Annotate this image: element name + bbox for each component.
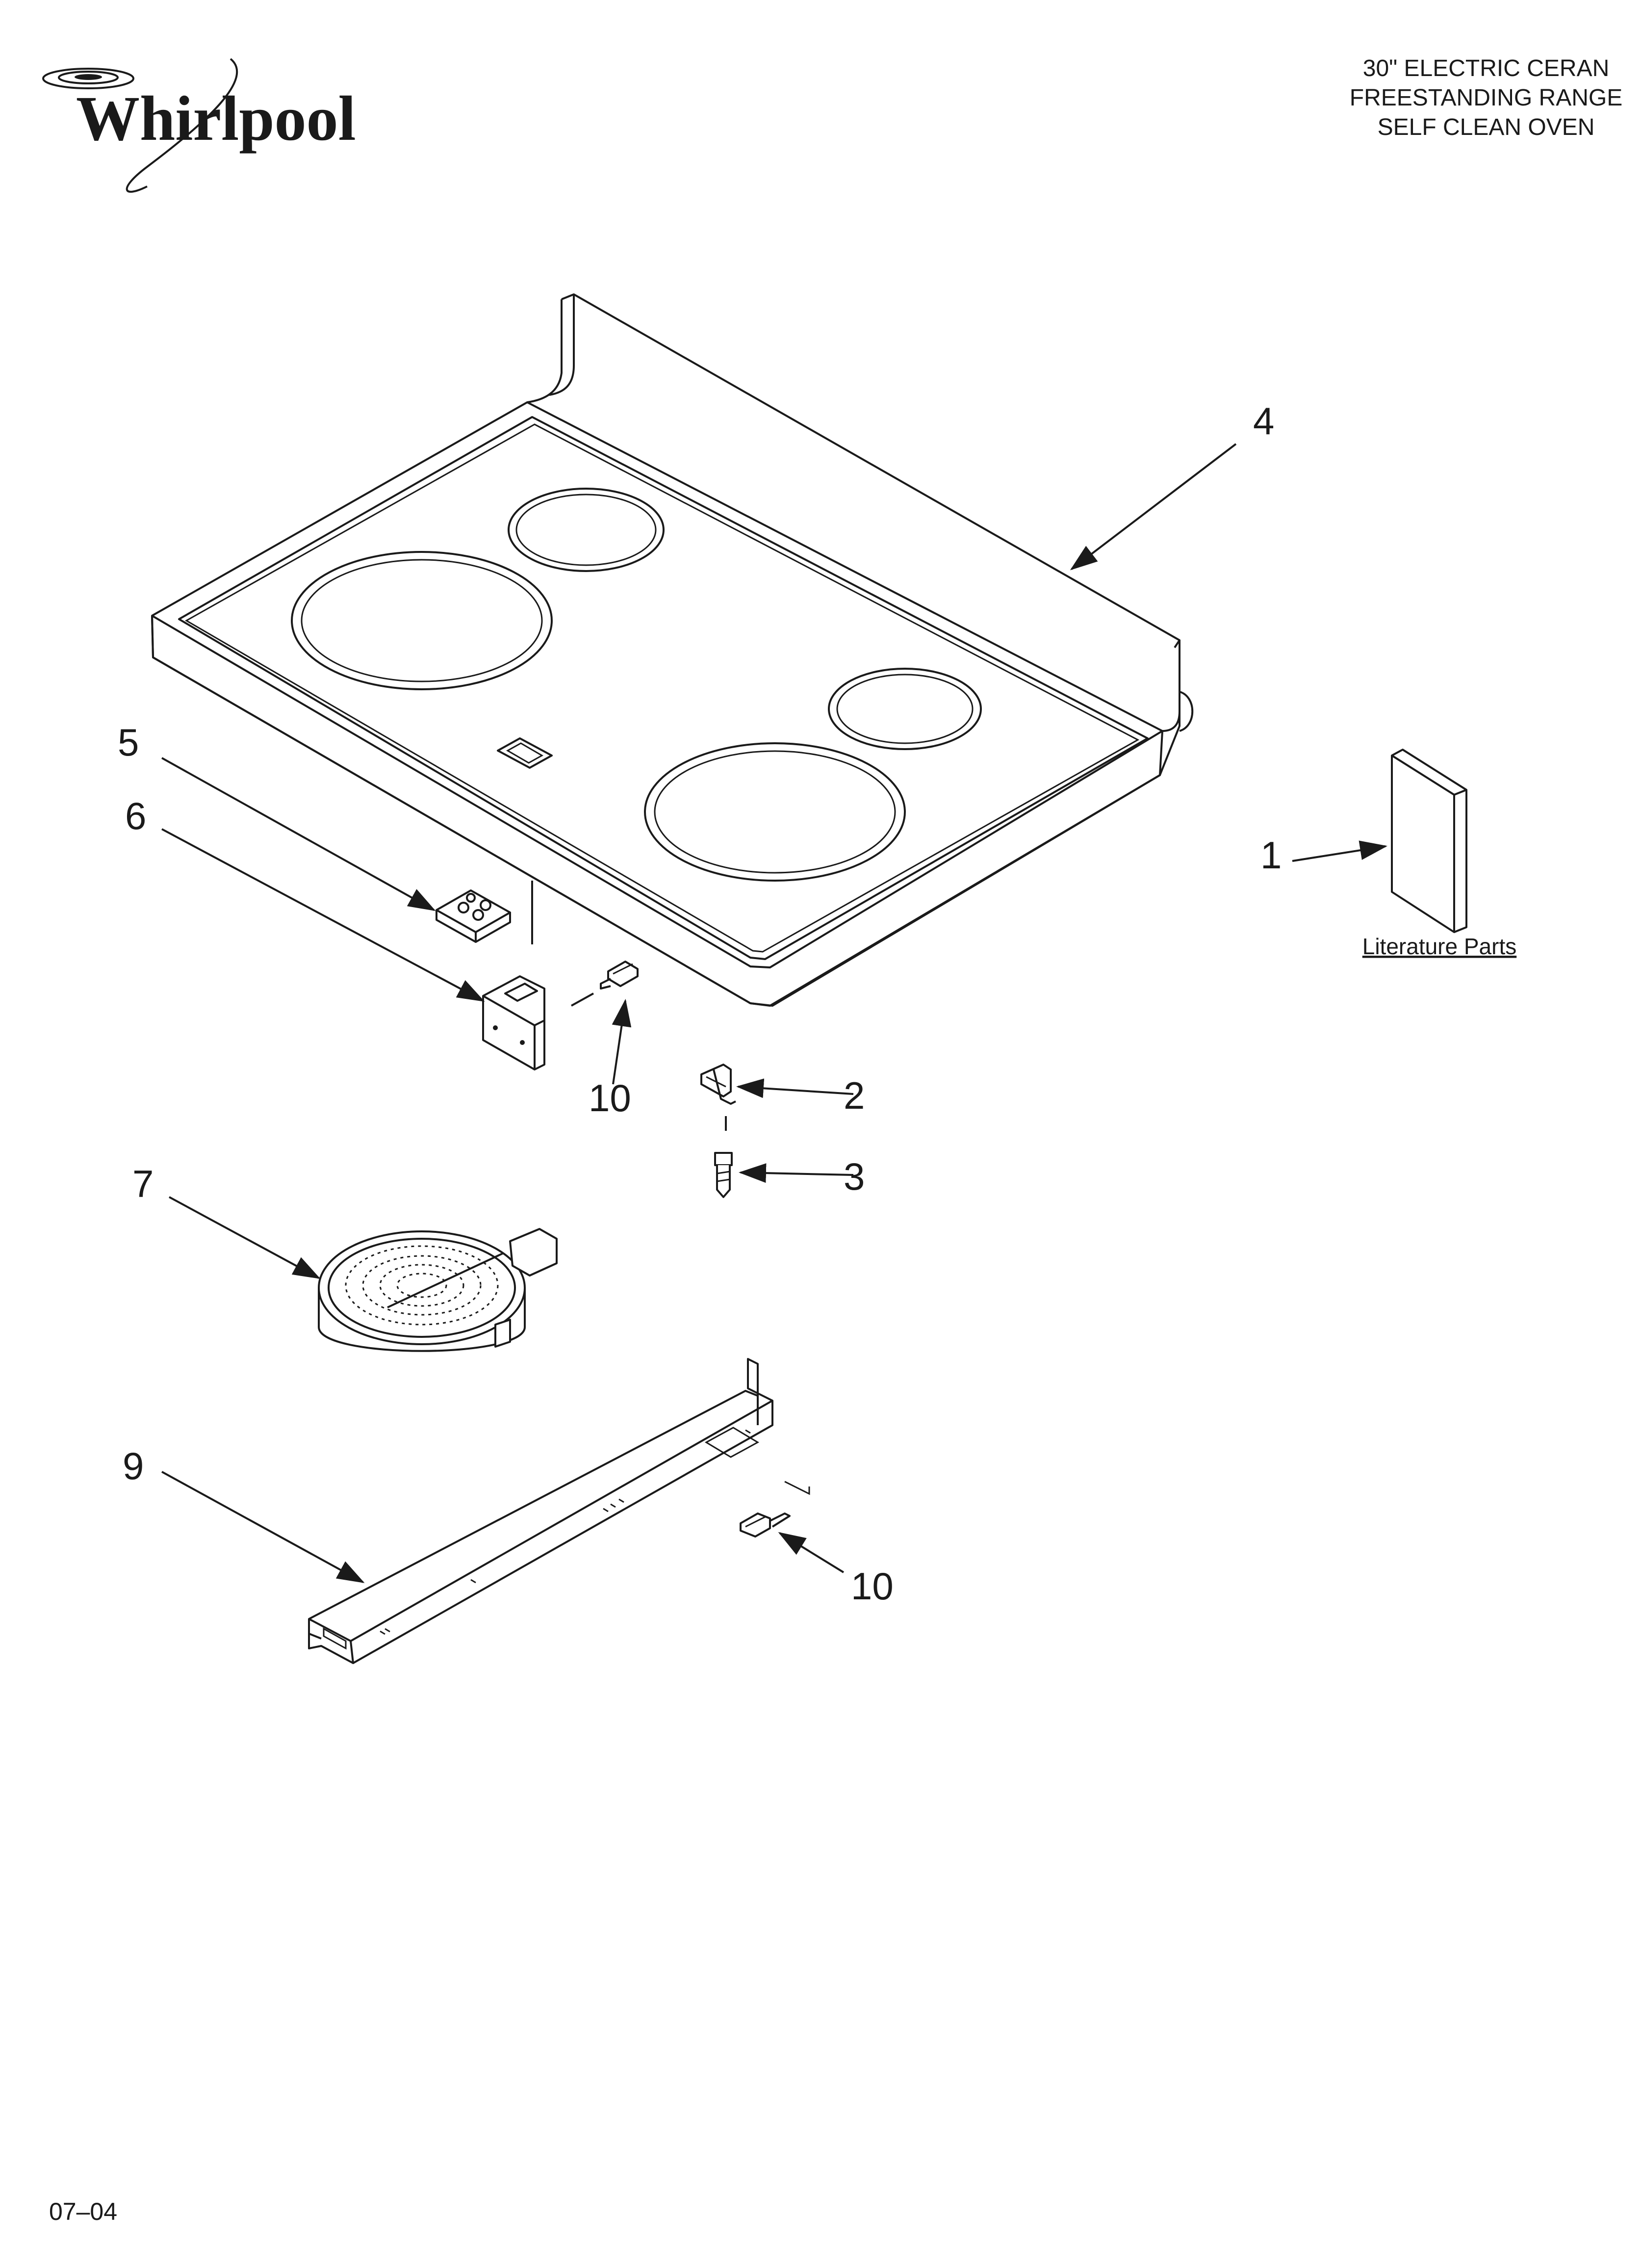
arrow-icon	[1292, 840, 1387, 862]
callout-10-lower: 10	[851, 1564, 894, 1608]
terminal-block	[436, 881, 533, 944]
leader-lines	[161, 443, 1387, 1583]
callout-6: 6	[125, 794, 146, 837]
arrow-icon	[778, 1532, 845, 1573]
literature-parts-label: Literature Parts	[1362, 934, 1516, 959]
callout-10-upper: 10	[589, 1076, 631, 1120]
callout-3: 3	[844, 1155, 865, 1198]
callout-7: 7	[132, 1162, 154, 1205]
arrow-icon	[161, 757, 436, 911]
brand-logo-text: Whirlpool	[76, 83, 356, 154]
arrow-icon	[736, 1078, 854, 1098]
literature-parts: Literature Parts	[1362, 749, 1516, 959]
mounting-clip	[700, 1064, 736, 1131]
arrow-icon	[612, 999, 632, 1085]
callout-4: 4	[1253, 399, 1274, 443]
whirlpool-logo: Whirlpool	[42, 58, 356, 193]
header-line-3: SELF CLEAN OVEN	[1378, 114, 1595, 140]
callout-9: 9	[123, 1444, 144, 1487]
arrow-icon	[161, 1471, 365, 1583]
header-block: 30" ELECTRIC CERAN FREESTANDING RANGE SE…	[1350, 55, 1623, 140]
callout-2: 2	[844, 1074, 865, 1117]
switch-bracket	[482, 975, 594, 1070]
header-line-2: FREESTANDING RANGE	[1350, 85, 1623, 111]
header-line-1: 30" ELECTRIC CERAN	[1363, 55, 1610, 81]
cooktop-glass	[151, 293, 1194, 1007]
arrow-icon	[1070, 443, 1237, 571]
footer-code: 07–04	[49, 2198, 117, 2225]
radiant-element	[318, 1228, 558, 1352]
callout-labels: 4 1 2 3 5 6 10 7 9 10	[118, 399, 1282, 1608]
screw-upper	[600, 961, 639, 990]
support-bar	[308, 1358, 810, 1664]
screw-lower	[740, 1512, 791, 1538]
arrow-icon	[739, 1163, 854, 1183]
arrow-icon	[161, 828, 485, 1002]
callout-1: 1	[1260, 834, 1282, 877]
callout-5: 5	[118, 721, 139, 764]
arrow-icon	[169, 1196, 321, 1279]
screw-clip	[714, 1152, 733, 1198]
